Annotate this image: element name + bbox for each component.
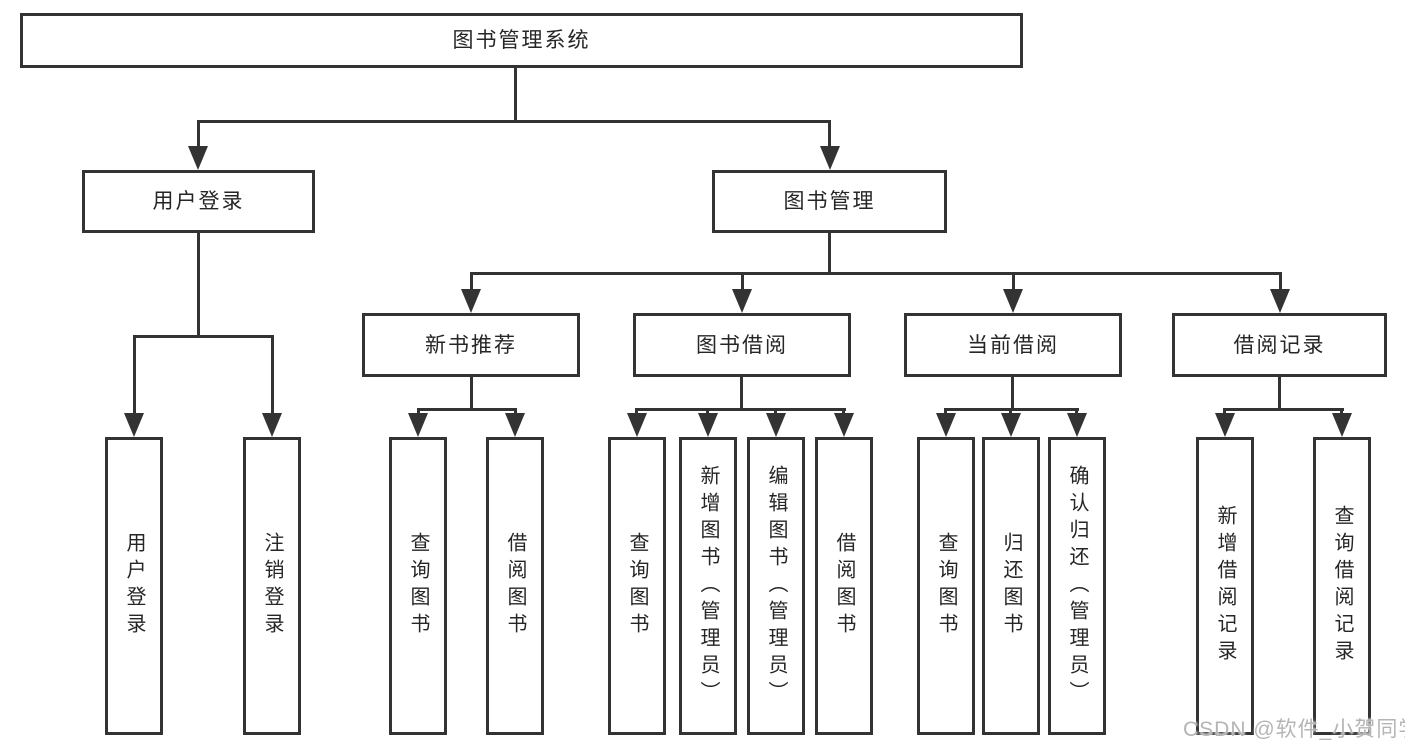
- leaf-label: 借阅图书: [504, 532, 526, 640]
- connector-drop-current-borrow: [1012, 272, 1015, 292]
- node-user-login: 用户登录: [82, 170, 315, 233]
- leaf-label: 查询图书: [407, 532, 429, 640]
- leaf-label: 归还图书: [1000, 532, 1022, 640]
- leaf-user-login: 用户登录: [105, 437, 163, 735]
- connector-drop-login: [133, 335, 136, 415]
- leaf-add-books-admin: 新增图书（管理员）: [679, 437, 737, 735]
- leaf-borrow-books-recommend: 借阅图书: [486, 437, 544, 735]
- arrowhead-down-icon: [698, 413, 718, 437]
- arrowhead-down-icon: [627, 413, 647, 437]
- arrowhead-down-icon: [820, 146, 840, 170]
- leaf-label: 编辑图书（管理员）: [765, 464, 787, 708]
- arrowhead-down-icon: [834, 413, 854, 437]
- leaf-label: 查询图书: [935, 532, 957, 640]
- connector-book-mgmt-rail: [470, 272, 1282, 275]
- leaf-borrow-books: 借阅图书: [815, 437, 873, 735]
- arrowhead-down-icon: [408, 413, 428, 437]
- leaf-add-borrow-record: 新增借阅记录: [1196, 437, 1254, 735]
- leaf-label: 新增借阅记录: [1214, 505, 1236, 667]
- connector-book-borrow-stem: [740, 377, 743, 408]
- arrowhead-down-icon: [124, 413, 144, 437]
- connector-new-book-rail: [417, 408, 517, 411]
- connector-drop-new-book: [470, 272, 473, 292]
- leaf-label: 注销登录: [261, 532, 283, 640]
- node-borrowing-records: 借阅记录: [1172, 313, 1387, 377]
- leaf-label: 查询图书: [626, 532, 648, 640]
- leaf-label: 确认归还（管理员）: [1066, 464, 1088, 708]
- arrowhead-down-icon: [461, 289, 481, 313]
- connector-current-borrow-rail: [945, 408, 1079, 411]
- csdn-watermark: CSDN @软件_小贺同学: [1183, 718, 1405, 741]
- leaf-edit-books-admin: 编辑图书（管理员）: [747, 437, 805, 735]
- leaf-label: 查询借阅记录: [1331, 505, 1353, 667]
- connector-user-login-rail: [133, 335, 274, 338]
- connector-borrow-records-rail: [1224, 408, 1344, 411]
- arrowhead-down-icon: [766, 413, 786, 437]
- leaf-query-borrow-record: 查询借阅记录: [1313, 437, 1371, 735]
- connector-drop-borrow-records: [1279, 272, 1282, 292]
- arrowhead-down-icon: [1001, 413, 1021, 437]
- connector-drop-book-borrow: [741, 272, 744, 292]
- arrowhead-down-icon: [1067, 413, 1087, 437]
- arrowhead-down-icon: [1270, 289, 1290, 313]
- connector-borrow-records-stem: [1278, 377, 1281, 408]
- node-book-management: 图书管理: [712, 170, 947, 233]
- arrowhead-down-icon: [262, 413, 282, 437]
- arrowhead-down-icon: [1332, 413, 1352, 437]
- arrowhead-down-icon: [936, 413, 956, 437]
- arrowhead-down-icon: [1215, 413, 1235, 437]
- leaf-query-books-current: 查询图书: [917, 437, 975, 735]
- leaf-confirm-return-admin: 确认归还（管理员）: [1048, 437, 1106, 735]
- arrowhead-down-icon: [1003, 289, 1023, 313]
- connector-drop-logout: [271, 335, 274, 415]
- node-current-borrowing: 当前借阅: [904, 313, 1122, 377]
- connector-root-stem: [514, 68, 517, 120]
- leaf-query-books-recommend: 查询图书: [389, 437, 447, 735]
- leaf-label: 新增图书（管理员）: [697, 464, 719, 708]
- arrowhead-down-icon: [505, 413, 525, 437]
- leaf-logout: 注销登录: [243, 437, 301, 735]
- connector-current-borrow-stem: [1011, 377, 1014, 408]
- arrowhead-down-icon: [732, 289, 752, 313]
- connector-book-mgmt-stem: [828, 233, 831, 272]
- connector-drop-user-login: [197, 120, 200, 150]
- connector-root-rail: [197, 120, 831, 123]
- connector-user-login-stem: [197, 233, 200, 335]
- connector-book-borrow-rail: [636, 408, 846, 411]
- connector-new-book-stem: [470, 377, 473, 408]
- leaf-query-books: 查询图书: [608, 437, 666, 735]
- leaf-return-books: 归还图书: [982, 437, 1040, 735]
- node-new-book-recommendation: 新书推荐: [362, 313, 580, 377]
- connector-drop-book-management: [828, 120, 831, 150]
- node-book-borrowing: 图书借阅: [633, 313, 851, 377]
- leaf-label: 用户登录: [123, 532, 145, 640]
- leaf-label: 借阅图书: [833, 532, 855, 640]
- arrowhead-down-icon: [188, 146, 208, 170]
- node-library-management-system: 图书管理系统: [20, 13, 1023, 68]
